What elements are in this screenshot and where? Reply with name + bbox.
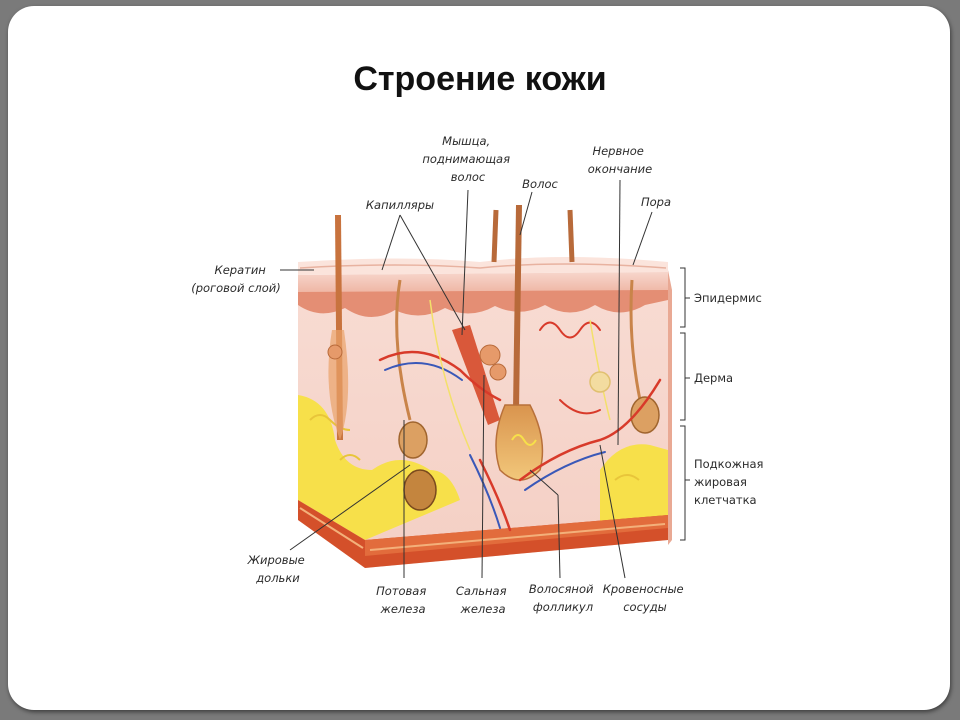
leader-lines (280, 179, 653, 579)
layer-label-epidermis: Эпидермис (694, 291, 762, 305)
epidermis-layer (298, 257, 668, 318)
nerve-fibers-shape (429, 299, 611, 451)
blood-vessels-shape (378, 321, 662, 532)
label-sebaceous-gland: Сальная железа (456, 584, 510, 616)
layer-brackets (680, 267, 690, 541)
label-nerve-ending: Нервное окончание (588, 144, 652, 176)
label-capillaries: Капилляры (366, 198, 434, 212)
sebaceous-gland-shape (327, 344, 507, 381)
sweat-gland-shape (395, 279, 660, 511)
skin-block-side (668, 270, 672, 545)
layer-label-dermis: Дерма (694, 371, 733, 385)
label-fat-lobules: Жировые дольки (247, 553, 309, 585)
label-hair-follicle: Волосяной фолликул (529, 582, 597, 614)
arrector-muscle-shape (452, 325, 500, 425)
label-sweat-gland: Потовая железа (376, 584, 430, 616)
label-blood-vessels: Кровеносные сосуды (603, 582, 688, 614)
layer-label-subcutaneous: Подкожная жировая клетчатка (694, 457, 767, 507)
label-arrector-muscle: Мышца, поднимающая волос (422, 134, 513, 184)
slide-title: Строение кожи (353, 60, 607, 98)
label-pore: Пора (641, 195, 671, 209)
label-hair: Волос (522, 177, 558, 191)
label-keratin: Кератин (роговой слой) (191, 263, 281, 295)
